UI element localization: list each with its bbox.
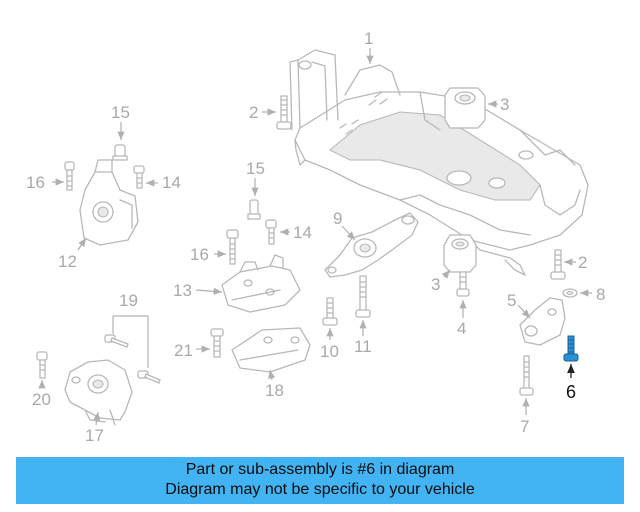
nut-part-15-mid bbox=[247, 199, 261, 220]
banner-line-2: Diagram may not be specific to your vehi… bbox=[165, 481, 475, 498]
callout-4: 4 bbox=[457, 319, 466, 338]
info-banner: Part or sub-assembly is #6 in diagram Di… bbox=[16, 457, 624, 504]
callout-8: 8 bbox=[596, 285, 605, 304]
bolt-part-14-mid bbox=[265, 219, 277, 245]
callout-labels: 1 2 3 15 16 14 12 15 16 14 13 9 3 4 2 8 … bbox=[26, 29, 605, 445]
callout-16-left: 16 bbox=[26, 173, 45, 192]
callout-18: 18 bbox=[265, 381, 284, 400]
bolt-part-2-top bbox=[276, 95, 292, 130]
bolt-part-11 bbox=[355, 275, 371, 318]
bushing-part-3-lower bbox=[443, 234, 477, 273]
bolt-part-6-highlighted bbox=[563, 335, 579, 362]
callout-9: 9 bbox=[333, 209, 342, 228]
bolt-part-4 bbox=[456, 271, 470, 297]
callout-2-right: 2 bbox=[578, 253, 587, 272]
callout-13: 13 bbox=[173, 281, 192, 300]
bolt-part-2-right bbox=[550, 249, 566, 280]
callout-15-left: 15 bbox=[111, 103, 130, 122]
callout-21: 21 bbox=[174, 341, 193, 360]
bracket-part-13 bbox=[221, 254, 301, 313]
banner-line-1: Part or sub-assembly is #6 in diagram bbox=[185, 461, 455, 478]
bolt-part-7 bbox=[519, 355, 534, 396]
callout-11: 11 bbox=[354, 337, 372, 356]
bolt-part-20 bbox=[36, 351, 48, 379]
subframe-part bbox=[289, 49, 589, 276]
callout-1: 1 bbox=[364, 29, 373, 48]
bolt-part-16-mid bbox=[226, 229, 239, 265]
callout-12: 12 bbox=[58, 252, 77, 271]
engine-mount-part-12 bbox=[79, 159, 139, 246]
bushing-part-3-top bbox=[444, 87, 486, 129]
leader-lines bbox=[38, 48, 592, 426]
callout-3-top: 3 bbox=[500, 95, 509, 114]
callout-6: 6 bbox=[566, 382, 576, 402]
nut-part-15-left bbox=[112, 144, 128, 161]
callout-16-mid: 16 bbox=[190, 245, 209, 264]
callout-19: 19 bbox=[119, 291, 138, 310]
engine-mount-part-17 bbox=[64, 359, 133, 426]
callout-17: 17 bbox=[85, 426, 104, 445]
callout-15-mid: 15 bbox=[246, 159, 265, 178]
callout-5: 5 bbox=[507, 291, 516, 310]
callout-14-left: 14 bbox=[162, 173, 181, 192]
stud-part-16-left bbox=[64, 161, 75, 191]
washer-part-8 bbox=[562, 288, 578, 298]
callout-10: 10 bbox=[320, 342, 339, 361]
torque-rod-part-9 bbox=[324, 212, 419, 278]
bolt-part-19-b bbox=[137, 370, 161, 384]
callout-20: 20 bbox=[32, 390, 51, 409]
bolt-part-19-a bbox=[104, 334, 129, 348]
callout-7: 7 bbox=[520, 417, 529, 436]
bolt-part-21 bbox=[210, 328, 224, 358]
bracket-part-5 bbox=[519, 297, 566, 346]
callout-3-lower: 3 bbox=[431, 275, 440, 294]
bolt-part-14-left bbox=[133, 165, 145, 189]
bolt-part-10 bbox=[322, 297, 338, 326]
callout-14-mid: 14 bbox=[293, 223, 312, 242]
bracket-part-18 bbox=[231, 327, 311, 373]
callout-2-top: 2 bbox=[249, 103, 258, 122]
